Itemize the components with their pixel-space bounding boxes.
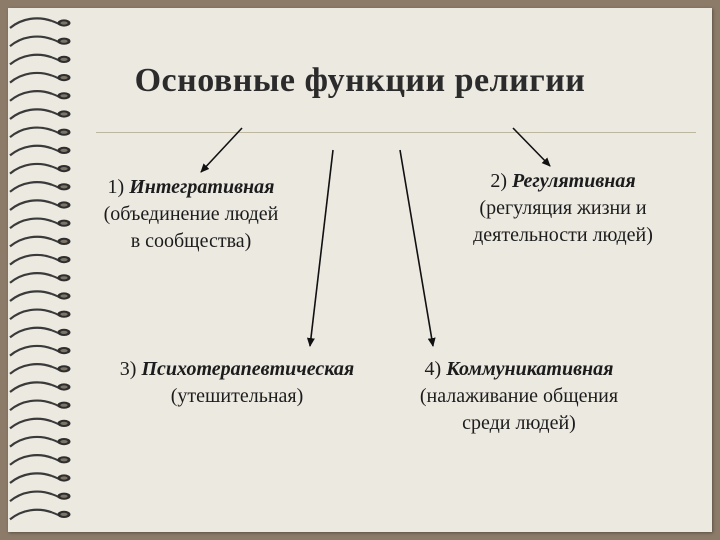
function-desc-line: (объединение людей xyxy=(103,203,279,225)
binding-ring xyxy=(9,253,71,266)
binding-ring xyxy=(9,399,71,412)
function-desc-line: среди людей) xyxy=(462,412,576,434)
binding-ring xyxy=(9,417,71,430)
binding-ring xyxy=(9,272,71,284)
function-desc-line: деятельности людей) xyxy=(473,224,653,246)
arrow-to-psychotherapeutic xyxy=(306,149,334,347)
function-number: 3) xyxy=(119,358,137,380)
binding-ring xyxy=(9,490,71,503)
binding-ring xyxy=(9,508,71,521)
binding-ring xyxy=(9,108,71,120)
binding-ring xyxy=(9,363,71,375)
binding-ring xyxy=(9,90,71,102)
function-communicative: 4) Коммуникативная (налаживание общения … xyxy=(388,356,650,437)
binding-ring xyxy=(9,435,71,448)
function-name: Регулятивная xyxy=(511,170,636,192)
slide: Основные функции религии 1) Интегративна… xyxy=(8,8,712,532)
binding-ring xyxy=(9,144,71,157)
title-divider xyxy=(96,132,696,133)
function-psychotherapeutic: 3) Психотерапевтическая (утешительная) xyxy=(92,356,382,410)
binding-ring xyxy=(9,454,71,466)
function-name: Коммуникативная xyxy=(446,358,614,380)
binding-ring xyxy=(9,53,71,66)
binding-ring xyxy=(9,217,71,230)
binding-ring xyxy=(9,35,71,48)
function-number: 2) xyxy=(490,170,507,192)
binding-ring xyxy=(9,162,71,175)
binding-ring xyxy=(9,308,71,321)
binding-ring xyxy=(9,199,71,211)
diagram-title: Основные функции религии xyxy=(134,62,586,99)
binding-ring xyxy=(9,181,71,193)
binding-ring xyxy=(9,326,71,339)
binding-ring xyxy=(9,235,71,248)
binding-ring xyxy=(9,472,71,484)
spiral-binding xyxy=(9,17,71,521)
function-regulative: 2) Регулятивная (регуляция жизни и деяте… xyxy=(446,168,680,249)
binding-ring xyxy=(9,17,71,29)
function-desc-line: (регуляция жизни и xyxy=(479,197,647,219)
arrow-to-regulative xyxy=(512,127,551,167)
binding-ring xyxy=(9,344,71,357)
binding-ring xyxy=(9,290,71,302)
function-number: 4) xyxy=(424,358,442,380)
binding-ring xyxy=(9,126,71,139)
function-number: 1) xyxy=(107,176,125,198)
function-desc-line: (утешительная) xyxy=(170,385,304,407)
arrow-to-communicative xyxy=(399,149,436,347)
function-desc-line: (налаживание общения xyxy=(419,385,619,407)
arrow-to-integrative xyxy=(200,127,243,173)
binding-ring xyxy=(9,71,71,84)
binding-ring xyxy=(9,381,71,393)
function-name: Психотерапевтическая xyxy=(141,358,355,380)
function-desc-line: в сообщества) xyxy=(130,230,252,252)
function-name: Интегративная xyxy=(129,176,275,198)
function-integrative: 1) Интегративная (объединение людей в со… xyxy=(86,174,296,255)
arrows xyxy=(200,127,551,347)
